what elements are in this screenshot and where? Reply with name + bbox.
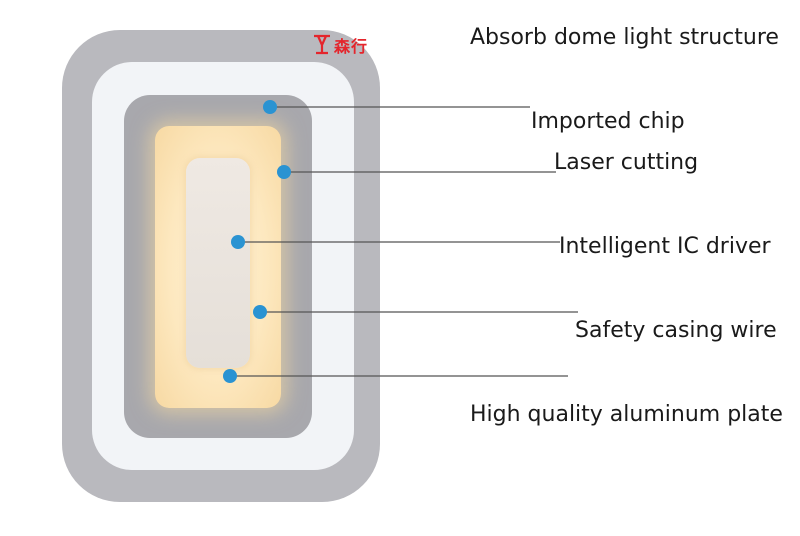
brand-logo-text: 森行: [334, 37, 369, 56]
label-aluminum-plate: High quality aluminum plate: [470, 402, 783, 427]
brand-logo: 森行: [312, 33, 382, 57]
marker-wire: [253, 305, 267, 319]
marker-laser: [277, 165, 291, 179]
label-safety-wire: Safety casing wire: [575, 318, 777, 343]
label-imported-chip: Imported chip: [531, 109, 685, 134]
label-laser-cutting: Laser cutting: [554, 150, 699, 175]
label-absorb-dome: Absorb dome light structure: [470, 25, 779, 50]
brand-mark-icon: [314, 34, 330, 55]
marker-ic-driver: [231, 235, 245, 249]
marker-chip: [263, 100, 277, 114]
label-ic-driver: Intelligent IC driver: [559, 234, 771, 259]
driver-board: [186, 158, 250, 368]
marker-plate: [223, 369, 237, 383]
